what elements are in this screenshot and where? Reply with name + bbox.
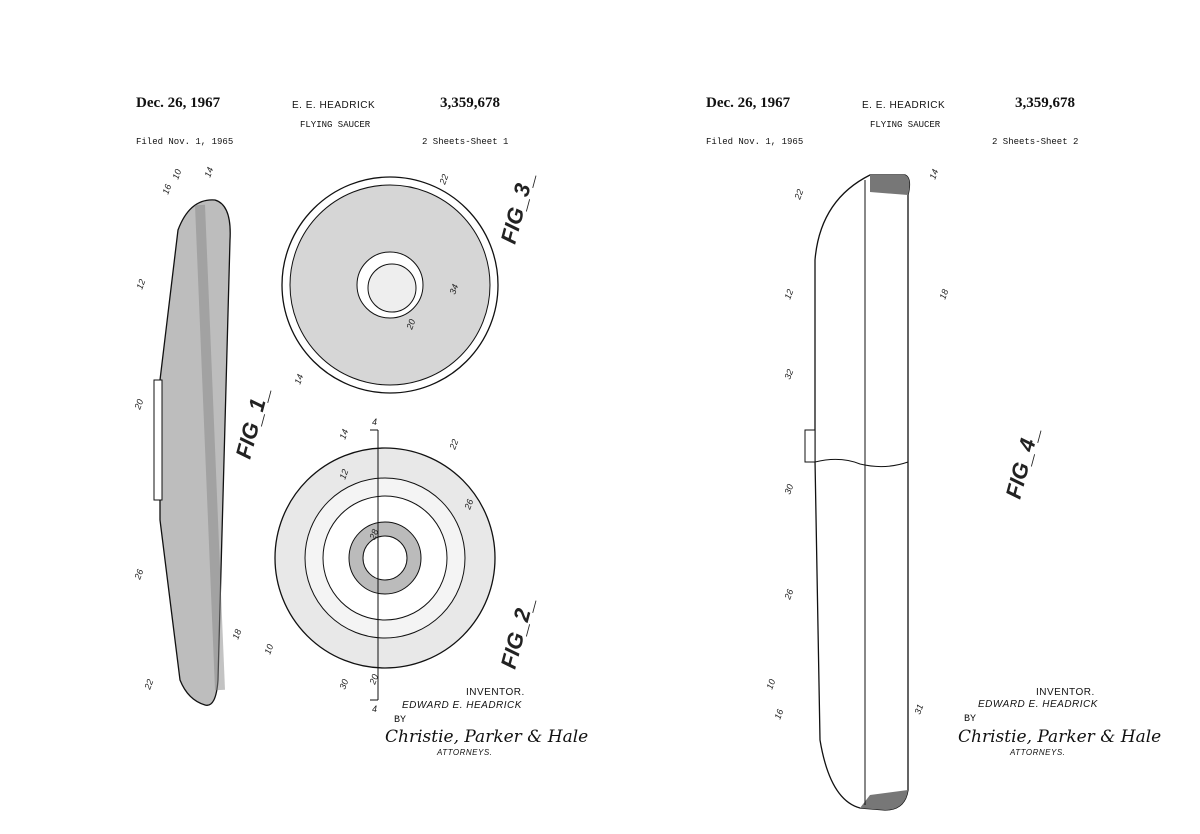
sheet2-inventor-name: EDWARD E. HEADRICK	[978, 699, 1098, 710]
ref-20: 20	[132, 398, 145, 412]
sheet1-patent-number: 3,359,678	[440, 95, 500, 111]
figure-3-label: FIG_3_	[496, 169, 539, 246]
figure-1-label: FIG_1_	[231, 384, 274, 461]
ref-14: 14	[927, 168, 940, 181]
ref-34: 34	[447, 283, 460, 296]
sheet2-date: Dec. 26, 1967	[706, 95, 791, 111]
sheet1-inventor-header: E. E. HEADRICK	[292, 100, 376, 111]
ref-16: 16	[160, 183, 173, 196]
figure-4-section-view: 22 14 12 18 32 30 26 10 16 31 FIG_4_	[764, 168, 1044, 811]
ref-12: 12	[782, 288, 795, 301]
ref-20: 20	[367, 673, 380, 687]
ref-12: 12	[134, 278, 147, 291]
ref-22: 22	[792, 188, 805, 202]
sheet1-inventor-label: INVENTOR.	[466, 687, 525, 698]
sheet2-attorneys-signature: Christie, Parker & Hale	[958, 727, 1162, 747]
ref-10: 10	[170, 168, 183, 181]
ref-18: 18	[937, 288, 950, 301]
ref-28: 28	[367, 528, 380, 542]
sheet1-inventor-name: EDWARD E. HEADRICK	[402, 700, 522, 711]
figure-2-bottom-view: 4 14 12 22 26 28 30 20 10 4 FIG_2_	[262, 417, 538, 714]
sheet2-attorneys-label: ATTORNEYS.	[1010, 748, 1066, 757]
figure-2-label: FIG_2_	[496, 594, 539, 671]
ref-32: 32	[782, 368, 795, 381]
figure-3-top-view: 22 34 20 14 FIG_3_	[281, 169, 539, 394]
ref-26: 26	[462, 498, 475, 512]
ref-26: 26	[782, 588, 795, 602]
sheet1-filed: Filed Nov. 1, 1965	[136, 137, 234, 147]
ref-14: 14	[202, 166, 215, 179]
figure-1-side-view: 16 10 14 12 20 26 18 22 FIG_1_	[132, 166, 274, 706]
ref-31: 31	[912, 703, 925, 716]
sheet1-date: Dec. 26, 1967	[136, 95, 221, 111]
ref-30: 30	[337, 678, 350, 691]
ref-14: 14	[337, 428, 350, 441]
sheet1-title: FLYING SAUCER	[300, 120, 371, 130]
sheet1-sheet-info: 2 Sheets-Sheet 1	[422, 137, 509, 147]
sheet2-inventor-label: INVENTOR.	[1036, 687, 1095, 698]
ref-20: 20	[404, 318, 417, 332]
sheet1-attorneys-signature: Christie, Parker & Hale	[385, 727, 589, 747]
ref-22: 22	[447, 438, 460, 452]
sheet2-patent-number: 3,359,678	[1015, 95, 1075, 111]
sheet2-inventor-header: E. E. HEADRICK	[862, 100, 946, 111]
ref-22: 22	[142, 678, 155, 692]
ref-22: 22	[437, 173, 450, 187]
ref-4: 4	[372, 704, 377, 714]
sheet2-by: BY	[964, 714, 977, 725]
ref-30: 30	[782, 483, 795, 496]
ref-10: 10	[262, 643, 275, 656]
ref-18: 18	[230, 628, 243, 641]
ref-16: 16	[772, 708, 785, 721]
sheet1-by: BY	[394, 715, 407, 726]
figure-4-label: FIG_4_	[1001, 424, 1044, 501]
sheet2-title: FLYING SAUCER	[870, 120, 941, 130]
ref-26: 26	[132, 568, 145, 582]
sheet2-sheet-info: 2 Sheets-Sheet 2	[992, 137, 1079, 147]
sheet1-attorneys-label: ATTORNEYS.	[437, 748, 493, 757]
ref-10: 10	[764, 678, 777, 691]
ref-12: 12	[337, 468, 350, 481]
sheet2-filed: Filed Nov. 1, 1965	[706, 137, 804, 147]
ref-14: 14	[292, 373, 305, 386]
ref-4: 4	[372, 417, 377, 427]
